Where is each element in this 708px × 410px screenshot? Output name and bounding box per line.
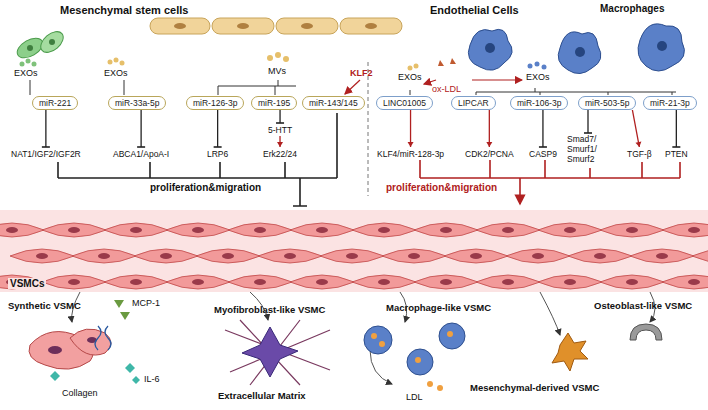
node-text: miR-221: [39, 98, 71, 108]
node-text: LIPCAR: [458, 98, 489, 108]
node-text: Smad7/ Smurf1/ Smurf2: [567, 135, 609, 164]
target-label-box: CASP9: [528, 148, 558, 160]
mirna-oval: miR-126-3p: [186, 96, 244, 110]
mirna-oval: miR-143/145: [302, 96, 365, 110]
activation-arrow: [486, 110, 492, 147]
text-label: Extracellular Matrix: [218, 390, 306, 401]
node-text: miR-21-3p: [650, 98, 690, 108]
text-label: Macrophage-like VSMC: [386, 302, 491, 313]
target-label-box: NAT1/IGF2/IGF2R: [10, 148, 82, 160]
target-label-box: KLF4/miR-128-3p: [376, 148, 445, 160]
text-label: Osteoblast-like VSMC: [594, 300, 692, 311]
text-label: ox-LDL: [432, 84, 461, 94]
text-label: EXOs: [104, 68, 128, 78]
node-text: Erk22/24: [263, 149, 297, 159]
inhibition-line: [42, 110, 50, 147]
inhibition-line: [672, 110, 680, 147]
text-label: LDL: [406, 392, 423, 402]
inhibition-line: [276, 110, 284, 123]
activation-arrow: [408, 110, 414, 147]
mirna-oval: miR-195: [251, 96, 297, 110]
text-label: Synthetic VSMC: [8, 300, 81, 311]
target-label-box: LRP6: [206, 148, 229, 160]
node-text: miR-126-3p: [193, 98, 237, 108]
mirna-oval: miR-106-3p: [510, 96, 568, 110]
node-text: PTEN: [665, 149, 688, 159]
node-text: NAT1/IGF2/IGF2R: [11, 149, 81, 159]
text-label: IL-6: [144, 374, 160, 384]
text-label: proliferation&migration: [150, 182, 261, 193]
inhibition-line: [214, 110, 222, 147]
node-text: 5-HTT: [268, 125, 292, 135]
mirna-oval: miR-33a-5p: [108, 96, 166, 110]
text-label: EXOs: [14, 68, 38, 78]
node-text: miR-143/145: [309, 98, 358, 108]
text-label: MCP-1: [132, 298, 160, 308]
text-label: MVs: [268, 66, 286, 76]
target-label-box: Erk22/24: [262, 148, 298, 160]
node-text: miR-195: [258, 98, 290, 108]
activation-arrow: [632, 110, 641, 147]
mirna-oval: miR-221: [32, 96, 78, 110]
node-text: CDK2/PCNA: [465, 149, 514, 159]
text-label: Macrophages: [600, 3, 664, 14]
node-text: ABCA1/ApoA-I: [113, 149, 169, 159]
text-label: Mesenchymal-derived VSMC: [470, 382, 599, 393]
inhibition-line: [584, 110, 592, 133]
target-label-box: Smad7/ Smurf1/ Smurf2: [566, 134, 610, 165]
mirna-oval: miR-21-3p: [643, 96, 697, 110]
target-label-box: PTEN: [664, 148, 689, 160]
target-label-box: ABCA1/ApoA-I: [112, 148, 170, 160]
node-text: TGF-β: [627, 149, 652, 159]
node-text: miR-503-5p: [585, 98, 629, 108]
mirna-oval: LIPCAR: [451, 96, 496, 110]
text-label: EXOs: [398, 72, 422, 82]
node-text: miR-33a-5p: [115, 98, 159, 108]
text-label: Mesenchymal stem cells: [60, 4, 188, 16]
mirna-oval: LINC01005: [376, 96, 433, 110]
node-text: KLF4/miR-128-3p: [377, 149, 444, 159]
text-label: EXOs: [526, 72, 550, 82]
node-text: LRP6: [207, 149, 228, 159]
target-label-box: CDK2/PCNA: [464, 148, 515, 160]
mirna-oval: miR-503-5p: [578, 96, 636, 110]
inhibition-line: [137, 110, 145, 147]
text-label: VSMCs: [8, 278, 46, 289]
node-text: CASP9: [529, 149, 557, 159]
text-label: Collagen: [62, 388, 98, 398]
node-text: LINC01005: [383, 98, 426, 108]
text-label: Myofibroblast-like VSMC: [214, 304, 325, 315]
target-label-box: 5-HTT: [267, 124, 293, 136]
activation-arrow: [277, 136, 283, 147]
inhibition-line: [539, 110, 547, 147]
text-label: KLF2: [350, 68, 373, 78]
text-label: proliferation&migration: [386, 182, 497, 193]
node-text: miR-106-3p: [517, 98, 561, 108]
text-label: Endothelial Cells: [430, 4, 519, 16]
target-label-box: TGF-β: [626, 148, 653, 160]
